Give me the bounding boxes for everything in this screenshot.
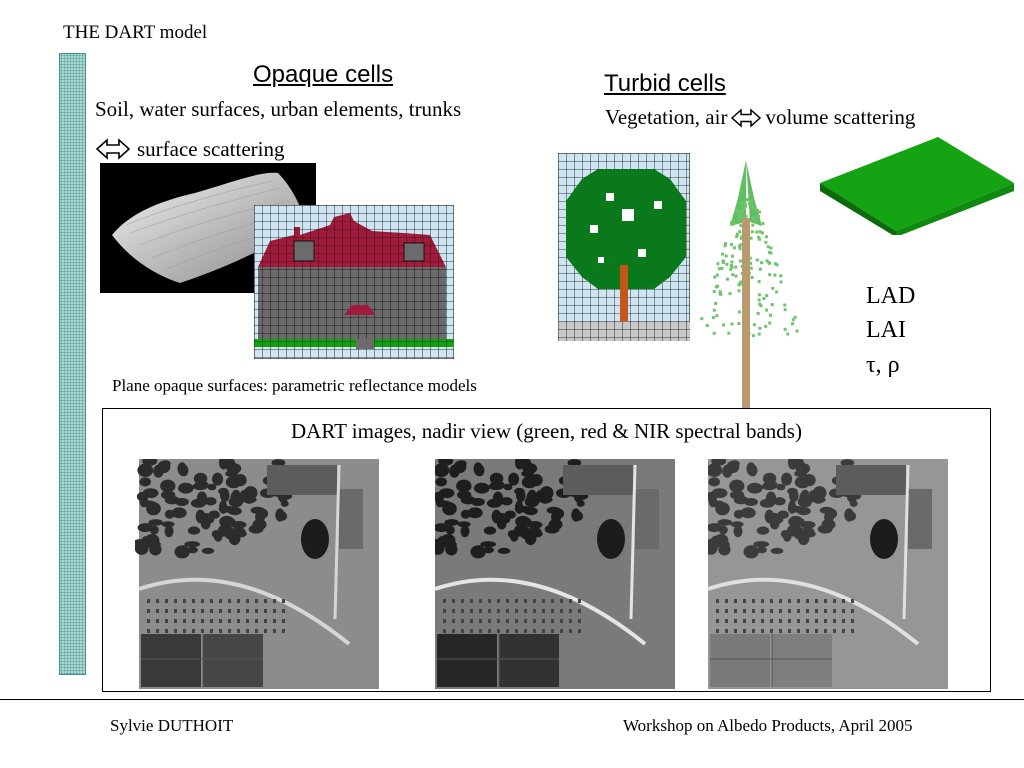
- turbid-cells-description: Vegetation, air volume scattering: [605, 105, 915, 130]
- dart-image-red-band: [435, 459, 675, 689]
- turbid-cells-heading: Turbid cells: [604, 70, 726, 97]
- dart-images-panel: DART images, nadir view (green, red & NI…: [102, 408, 991, 692]
- header-title: THE DART model: [63, 22, 208, 43]
- footer-event: Workshop on Albedo Products, April 2005: [623, 716, 913, 735]
- turbid-volume-slab-image: [820, 137, 1014, 235]
- lad-label: LAD: [866, 283, 916, 309]
- opaque-cells-heading: Opaque cells: [253, 61, 394, 88]
- tree-grid-image: [558, 153, 690, 341]
- double-arrow-icon: [95, 138, 131, 160]
- volume-scattering-label: volume scattering: [765, 105, 916, 129]
- turbid-media-label: Vegetation, air: [605, 105, 728, 129]
- decorative-side-bar: [59, 53, 86, 675]
- tau-rho-label: τ, ρ: [866, 352, 900, 378]
- dart-image-nir-band: [708, 459, 948, 689]
- plane-surfaces-caption: Plane opaque surfaces: parametric reflec…: [112, 376, 477, 395]
- footer-author: Sylvie DUTHOIT: [110, 716, 234, 735]
- surface-scattering-label: surface scattering: [137, 137, 285, 161]
- conifer-tree-image: [692, 160, 804, 412]
- lai-label: LAI: [866, 317, 906, 343]
- opaque-cells-description: Soil, water surfaces, urban elements, tr…: [95, 97, 462, 121]
- footer-divider: [0, 699, 1024, 700]
- double-arrow-icon: [731, 108, 762, 128]
- dart-image-green-band: [135, 459, 379, 689]
- house-grid-image: [254, 205, 454, 359]
- opaque-surface-scattering-line: surface scattering: [95, 137, 285, 162]
- dart-images-caption: DART images, nadir view (green, red & NI…: [291, 419, 802, 443]
